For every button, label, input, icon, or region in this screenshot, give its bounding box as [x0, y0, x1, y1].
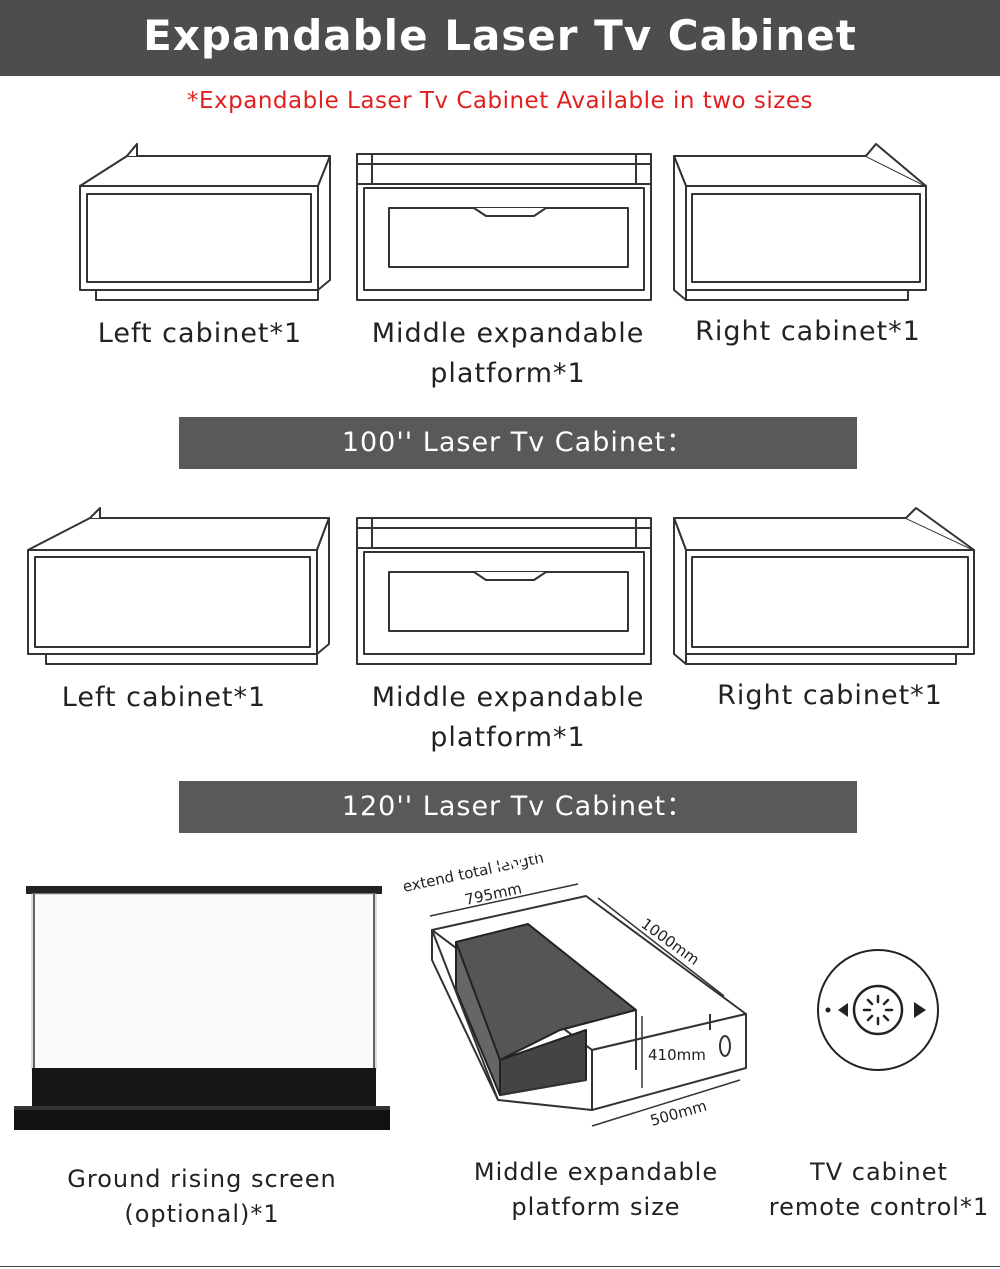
middle-platform-drawing-1 — [356, 153, 652, 301]
screen-label-line1: Ground rising screen — [67, 1165, 337, 1193]
right-cabinet-drawing-2 — [673, 507, 975, 665]
right-cabinet-drawing-1 — [673, 143, 927, 301]
spec-120-text: 120'' Laser Tv Cabinet：L3000*W560*H410(m… — [341, 791, 695, 874]
platform-size-drawing — [429, 883, 747, 1127]
right-cabinet-label: Right cabinet*1 — [695, 316, 921, 347]
left-cabinet-drawing-1 — [79, 143, 331, 301]
remote-label-line2: remote control*1 — [768, 1193, 990, 1221]
middle-platform-label-line1: Middle expandable — [371, 318, 645, 349]
remote-control-icon — [817, 949, 939, 1071]
size-note: *Expandable Laser Tv Cabinet Available i… — [186, 88, 814, 114]
width-dimension: 500mm — [648, 1097, 709, 1130]
screen-label-line2: (optional)*1 — [124, 1200, 280, 1228]
middle-platform-label-line2: platform*1 — [430, 358, 586, 389]
spec-band-120: 120'' Laser Tv Cabinet：L3000*W560*H410(m… — [179, 781, 857, 874]
middle-platform-drawing-2 — [356, 517, 652, 665]
left-cabinet-label: Left cabinet*1 — [61, 682, 267, 713]
right-cabinet-label: Right cabinet*1 — [717, 680, 943, 711]
middle-platform-label-line2: platform*1 — [430, 722, 586, 753]
left-cabinet-drawing-2 — [27, 507, 330, 665]
spec-100-text: 100'' Laser Tv Cabinet：L2500*W560*H410(m… — [341, 427, 695, 510]
left-cabinet-label: Left cabinet*1 — [97, 318, 303, 349]
bottom-divider — [0, 1266, 1000, 1267]
remote-label-line1: TV cabinet — [810, 1158, 948, 1186]
middle-platform-label-line1: Middle expandable — [371, 682, 645, 713]
spec-band-100: 100'' Laser Tv Cabinet：L2500*W560*H410(m… — [179, 417, 857, 510]
platform-size-label-line1: Middle expandable — [473, 1158, 719, 1186]
page-title: Expandable Laser Tv Cabinet Accessories — [143, 11, 857, 132]
platform-size-label-line2: platform size — [511, 1193, 681, 1221]
ground-rising-screen-drawing — [14, 886, 390, 1130]
header-banner: Expandable Laser Tv Cabinet Accessories — [0, 0, 1000, 132]
height-dimension: 410mm — [648, 1046, 706, 1064]
